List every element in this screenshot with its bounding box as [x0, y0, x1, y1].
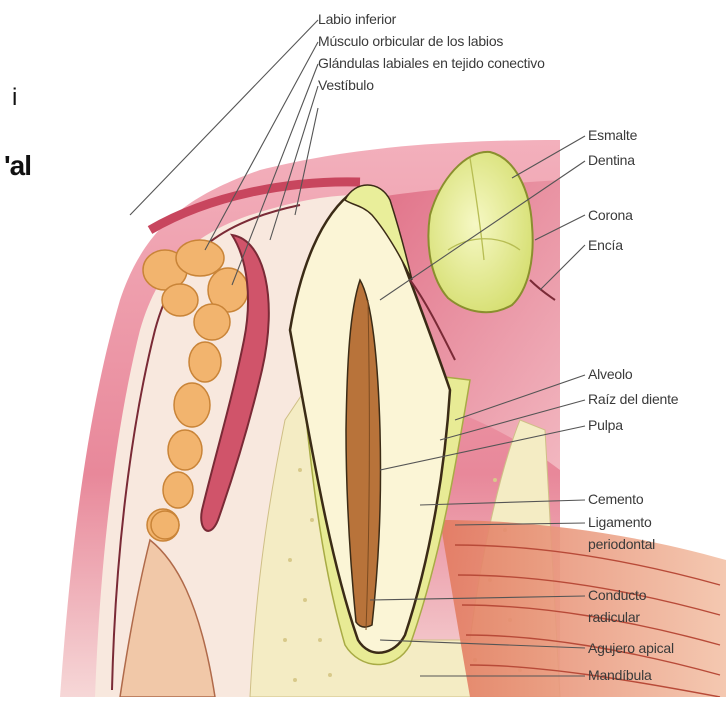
label-conducto: Conducto: [588, 588, 646, 603]
label-vestibulo: Vestíbulo: [318, 78, 374, 93]
label-musculo-orbicular: Músculo orbicular de los labios: [318, 34, 503, 49]
label-ligamento: Ligamento: [588, 515, 652, 530]
label-glandulas-labiales: Glándulas labiales en tejido conectivo: [318, 56, 545, 71]
label-encia: Encía: [588, 238, 623, 253]
label-pulpa: Pulpa: [588, 418, 623, 433]
label-mandibula: Mandíbula: [588, 668, 652, 683]
label-esmalte: Esmalte: [588, 128, 637, 143]
muscle-right: [440, 520, 726, 697]
label-agujero-apical: Agujero apical: [588, 641, 674, 656]
label-dentina: Dentina: [588, 153, 635, 168]
label-corona: Corona: [588, 208, 633, 223]
title-fragment-2: 'al: [4, 150, 31, 182]
label-radicular: radicular: [588, 610, 640, 625]
label-labio-inferior: Labio inferior: [318, 12, 396, 27]
label-periodontal: periodontal: [588, 537, 655, 552]
label-raiz-del-diente: Raíz del diente: [588, 392, 678, 407]
label-alveolo: Alveolo: [588, 367, 633, 382]
label-cemento: Cemento: [588, 492, 643, 507]
title-fragment-1: i: [12, 84, 17, 112]
